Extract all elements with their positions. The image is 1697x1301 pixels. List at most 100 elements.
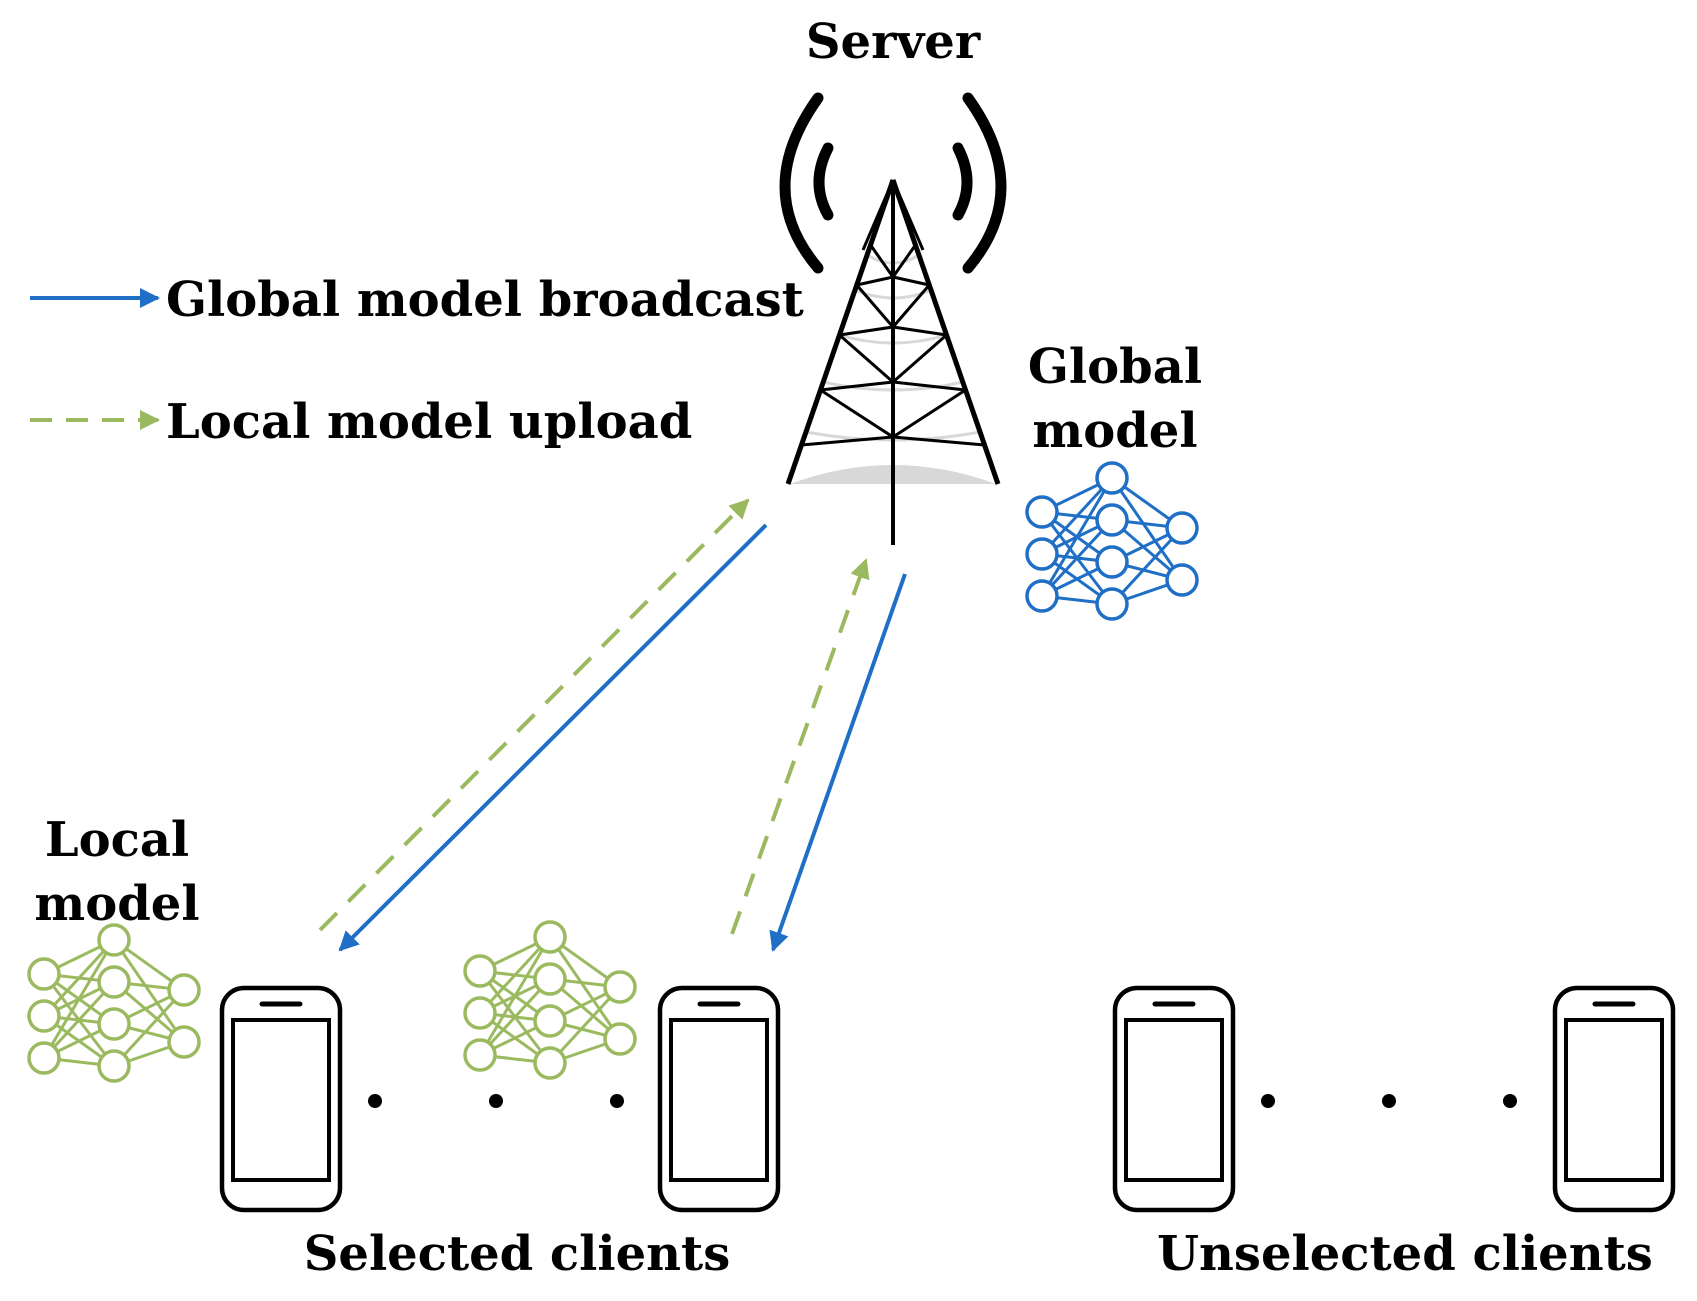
tower-beam — [838, 333, 894, 384]
unselected-clients-label: Unselected clients — [1157, 1226, 1653, 1282]
tower-beam — [869, 244, 895, 278]
network-node — [97, 923, 131, 957]
network-node — [27, 1041, 61, 1075]
tower-beam — [892, 325, 947, 337]
radio-wave-icon — [779, 92, 824, 274]
smartphone-icon — [219, 985, 343, 1213]
global-model-label-line1: Global — [1028, 339, 1202, 395]
ellipsis-dot — [489, 1094, 503, 1108]
network-node — [1025, 579, 1059, 613]
legend-upload-label: Local model upload — [166, 394, 692, 450]
radio-wave-icon — [962, 92, 1007, 274]
broadcast-arrow-client-1 — [338, 523, 768, 952]
network-node — [27, 999, 61, 1033]
tower-beam — [892, 388, 967, 439]
global-model-label-line2: model — [1032, 403, 1197, 459]
phone-screen — [1564, 1018, 1664, 1182]
network-node — [533, 1046, 567, 1080]
unselected-ellipsis — [1261, 1094, 1517, 1108]
tower-leg — [890, 179, 1001, 485]
phone-screen — [231, 1018, 331, 1182]
network-node — [97, 965, 131, 999]
ellipsis-dot — [368, 1094, 382, 1108]
network-node — [603, 1022, 637, 1056]
network-node — [533, 1004, 567, 1038]
network-edge — [112, 939, 186, 1043]
network-node — [1165, 563, 1199, 597]
network-node — [1025, 495, 1059, 529]
upload-arrow-client-2 — [730, 558, 870, 935]
network-node — [533, 920, 567, 954]
network-edge — [1040, 477, 1114, 597]
server-label: Server — [806, 14, 981, 70]
network-node — [1095, 461, 1129, 495]
network-edge — [548, 936, 622, 1040]
ellipsis-dot — [610, 1094, 624, 1108]
network-node — [167, 1025, 201, 1059]
network-node — [97, 1007, 131, 1041]
antenna-tower-icon — [779, 92, 1007, 545]
communication-arrows — [318, 498, 907, 952]
ellipsis-dot — [1503, 1094, 1517, 1108]
network-node — [27, 957, 61, 991]
smartphone-icon — [657, 985, 781, 1213]
network-node — [1165, 511, 1199, 545]
tower-beam — [892, 333, 948, 384]
network-edge — [112, 988, 186, 1068]
network-node — [533, 962, 567, 996]
network-edge — [1040, 476, 1114, 556]
network-node — [1025, 537, 1059, 571]
phone-screen — [1124, 1018, 1224, 1182]
tower-beam — [892, 275, 930, 287]
tower-beam — [892, 380, 966, 392]
phone-screen — [669, 1018, 769, 1182]
broadcast-arrow-client-2 — [769, 573, 907, 952]
radio-wave-icon — [952, 142, 973, 221]
network-edge — [42, 980, 116, 1060]
global-model-network-icon — [1025, 461, 1199, 621]
ellipsis-dot — [1261, 1094, 1275, 1108]
tower-beam — [892, 435, 985, 447]
tower-beam — [855, 284, 895, 328]
network-node — [603, 970, 637, 1004]
network-edge — [42, 938, 116, 1018]
client-devices — [219, 985, 1676, 1213]
network-edge — [1040, 518, 1114, 598]
tower-beam — [819, 388, 894, 439]
network-edge — [478, 935, 552, 1015]
tower-beam — [839, 325, 894, 337]
legend: Global model broadcast Local model uploa… — [30, 272, 804, 450]
network-edge — [478, 936, 552, 1056]
network-node — [1095, 587, 1129, 621]
network-node — [463, 996, 497, 1030]
ellipsis-dot — [1382, 1094, 1396, 1108]
network-edge — [1110, 526, 1184, 606]
local-model-label-line2: model — [34, 876, 199, 932]
network-node — [1095, 545, 1129, 579]
network-node — [97, 1049, 131, 1083]
tower-beam — [801, 435, 894, 447]
tower-beam — [891, 284, 931, 328]
network-edge — [1110, 477, 1184, 581]
network-node — [1095, 503, 1129, 537]
selected-ellipsis — [368, 1094, 624, 1108]
smartphone-icon — [1552, 985, 1676, 1213]
tower-leg — [785, 179, 896, 485]
selected-clients-label: Selected clients — [304, 1226, 731, 1282]
network-node — [463, 1038, 497, 1072]
radio-wave-icon — [813, 142, 834, 221]
legend-broadcast-label: Global model broadcast — [166, 272, 804, 328]
local-model-network-icon — [27, 923, 201, 1083]
network-node — [167, 973, 201, 1007]
network-edge — [42, 939, 116, 1059]
network-node — [463, 954, 497, 988]
local-model-network-icon — [463, 920, 637, 1080]
tower-beam — [820, 380, 894, 392]
tower-beam — [856, 275, 894, 287]
tower-beam — [891, 244, 917, 278]
upload-arrow-client-1 — [318, 498, 750, 932]
smartphone-icon — [1112, 985, 1236, 1213]
network-edge — [548, 985, 622, 1065]
local-model-label-line1: Local — [45, 812, 189, 868]
